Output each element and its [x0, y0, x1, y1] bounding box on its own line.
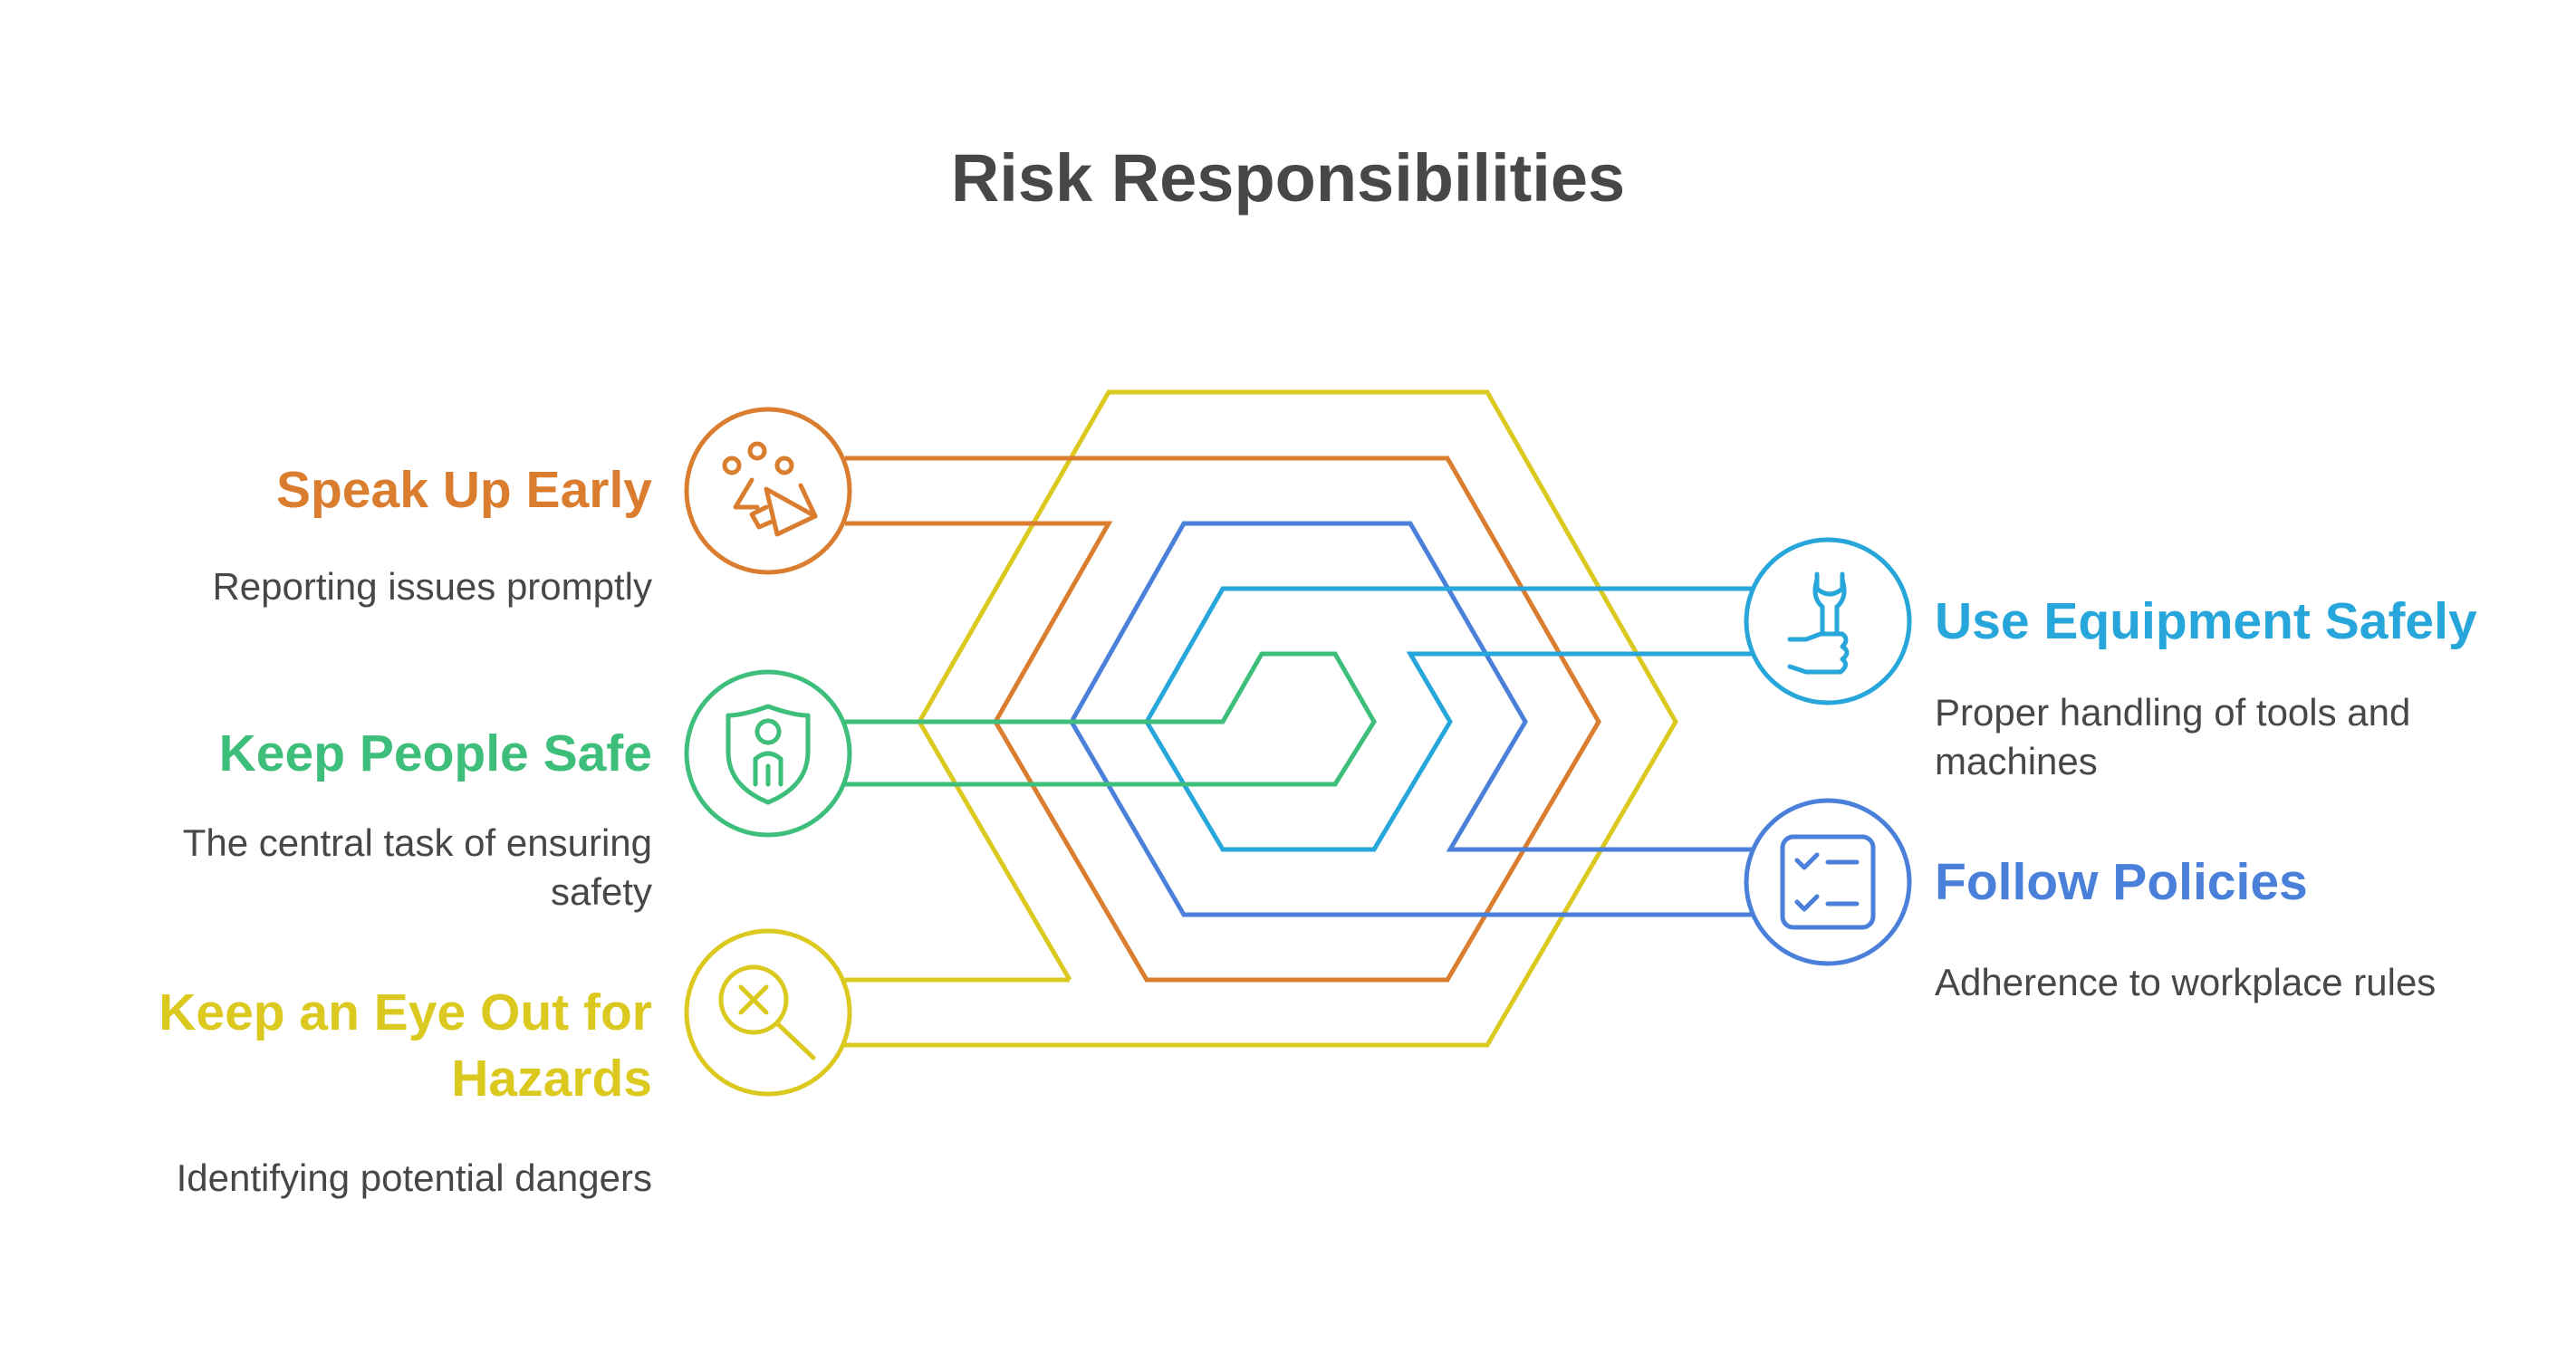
magnifier-x-icon [718, 964, 816, 1060]
hazards-description: Identifying potential dangers [176, 1156, 652, 1199]
policies-circle [1744, 798, 1912, 966]
equipment-band [1144, 586, 1752, 852]
hazards-band [836, 389, 1678, 1048]
policies-heading: Follow Policies [1935, 853, 2308, 911]
policies-outline [1069, 521, 1752, 917]
megaphone-icon [722, 441, 818, 537]
wrench-thumbs-up-icon [1787, 571, 1850, 675]
people-safe-heading: Keep People Safe [218, 724, 652, 782]
people-safe-description: The central task of ensuring safety [182, 821, 652, 913]
person-shield-icon [726, 704, 811, 805]
equipment-circle [1744, 537, 1912, 705]
page-title: Risk Responsibilities [950, 140, 1626, 216]
policies-description: Adherence to workplace rules [1935, 961, 2437, 1003]
people-safe-band [845, 651, 1377, 787]
hazards-heading: Keep an Eye Out for Hazards [159, 983, 652, 1108]
policies-band-path [1072, 523, 1751, 915]
checklist-icon [1780, 834, 1876, 930]
speak-up-heading: Speak Up Early [275, 461, 652, 519]
speak-up-band [845, 456, 1601, 983]
speak-up-description: Reporting issues promptly [212, 565, 652, 608]
equipment-heading: Use Equipment Safely [1935, 592, 2477, 650]
equipment-description: Proper handling of tools and machines [1935, 691, 2411, 782]
